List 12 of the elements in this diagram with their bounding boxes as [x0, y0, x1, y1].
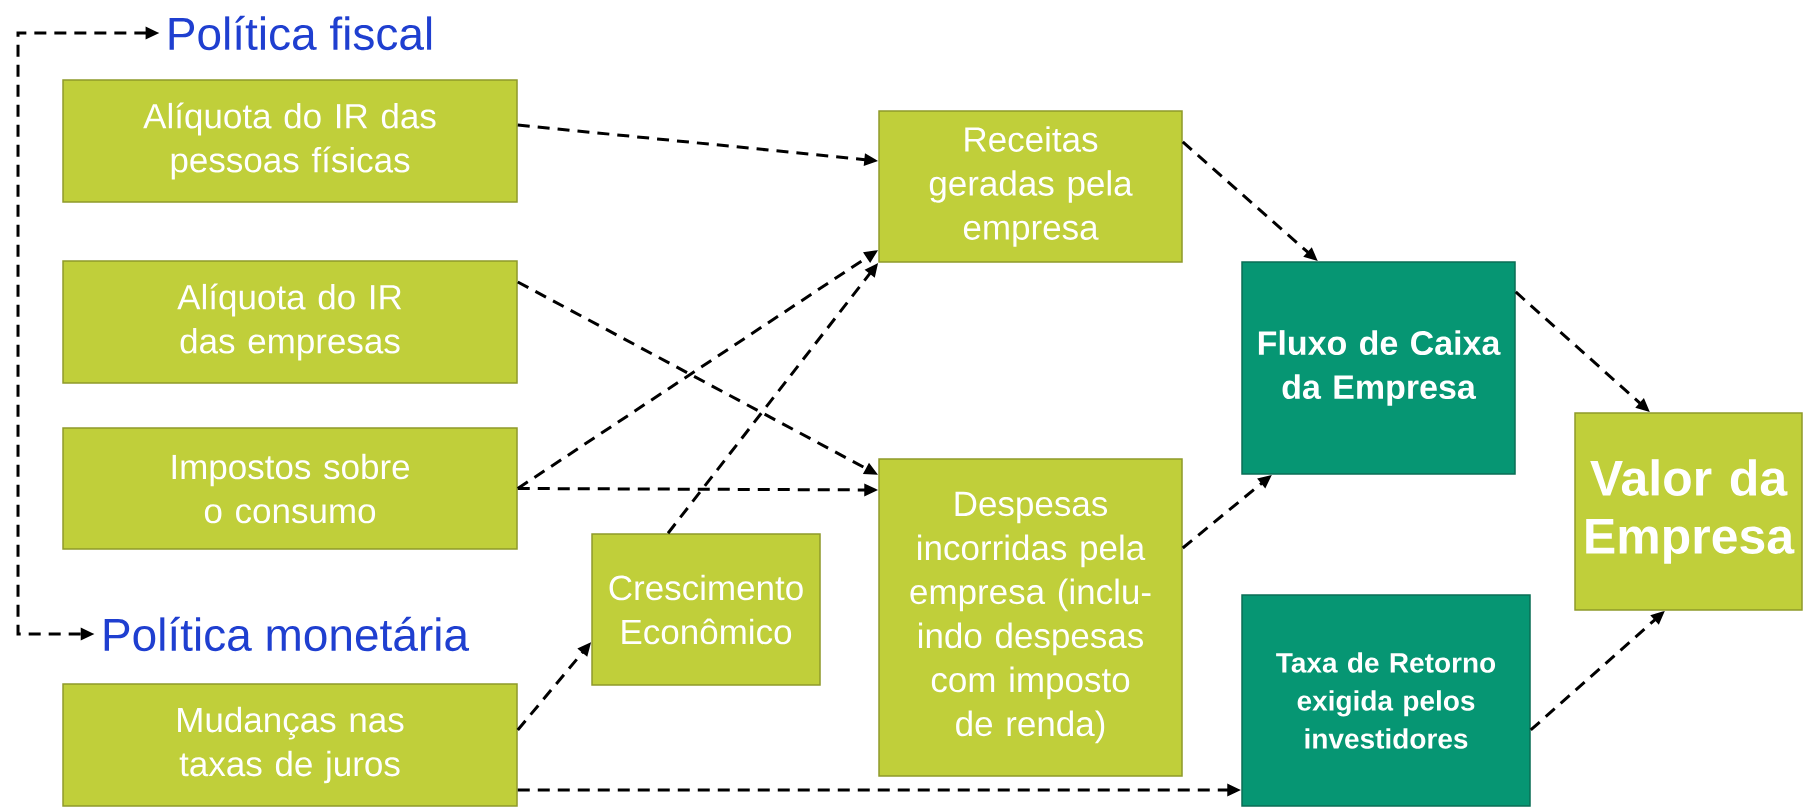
- process-box: Despesas incorridas pela empresa (inclu- indo despesas com imposto de renda): [878, 458, 1183, 777]
- process-box: Taxa de Retorno exigida pelos investidores: [1241, 594, 1531, 807]
- result-box: Valor da Empresa: [1574, 412, 1803, 611]
- process-box: Fluxo de Caixa da Empresa: [1241, 261, 1516, 475]
- process-box: Receitas geradas pela empresa: [878, 110, 1183, 263]
- section-heading: Política monetária: [104, 616, 469, 652]
- process-box: Alíquota do IR das empresas: [62, 260, 518, 384]
- process-box: Mudanças nas taxas de juros: [62, 683, 518, 807]
- process-box: Impostos sobre o consumo: [62, 427, 518, 550]
- section-heading: Política fiscal: [169, 15, 432, 51]
- process-box: Crescimento Econômico: [591, 533, 821, 686]
- process-box: Alíquota do IR das pessoas físicas: [62, 79, 518, 203]
